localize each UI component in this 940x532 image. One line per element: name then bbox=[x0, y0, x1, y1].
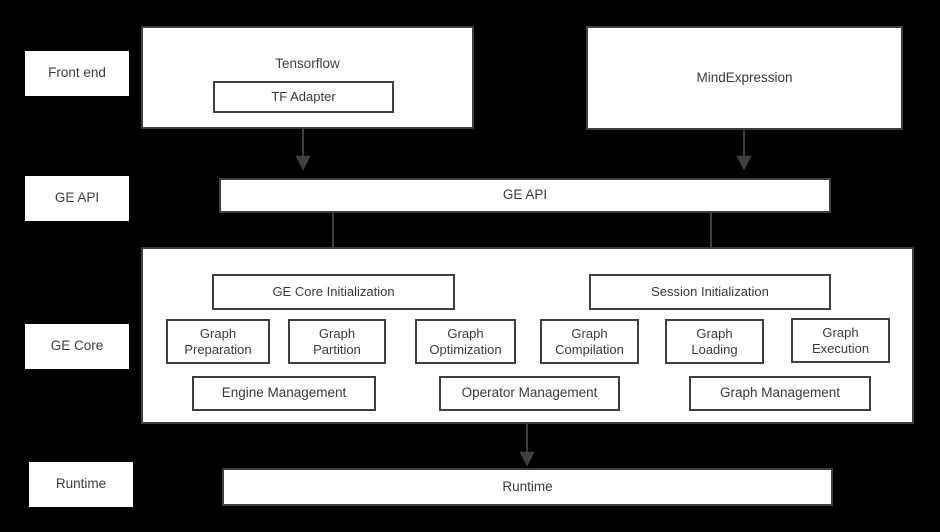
graph-optimization-box[interactable]: Graph Optimization bbox=[415, 319, 516, 364]
stage-label-front-end: Front end bbox=[25, 51, 129, 96]
ge-api-bar[interactable]: GE API bbox=[219, 178, 831, 213]
graph-compilation-box[interactable]: Graph Compilation bbox=[540, 319, 639, 364]
graph-preparation-box[interactable]: Graph Preparation bbox=[166, 319, 270, 364]
operator-management-box[interactable]: Operator Management bbox=[439, 376, 620, 411]
tensorflow-title: Tensorflow bbox=[275, 56, 340, 71]
runtime-bar[interactable]: Runtime bbox=[222, 468, 833, 506]
graph-execution-box[interactable]: Graph Execution bbox=[791, 318, 890, 363]
stage-label-ge-core: GE Core bbox=[25, 324, 129, 369]
stage-label-runtime: Runtime bbox=[29, 462, 133, 507]
session-initialization-box[interactable]: Session Initialization bbox=[589, 274, 831, 310]
graph-loading-box[interactable]: Graph Loading bbox=[665, 319, 764, 364]
graph-partition-box[interactable]: Graph Partition bbox=[288, 319, 386, 364]
stage-label-ge-api: GE API bbox=[25, 176, 129, 221]
ge-core-initialization-box[interactable]: GE Core Initialization bbox=[212, 274, 455, 310]
tf-adapter-box[interactable]: TF Adapter bbox=[213, 81, 394, 113]
tensorflow-container[interactable]: Tensorflow bbox=[141, 26, 474, 129]
engine-management-box[interactable]: Engine Management bbox=[192, 376, 376, 411]
graph-management-box[interactable]: Graph Management bbox=[689, 376, 871, 411]
mindexpression-container[interactable]: MindExpression bbox=[586, 26, 903, 130]
